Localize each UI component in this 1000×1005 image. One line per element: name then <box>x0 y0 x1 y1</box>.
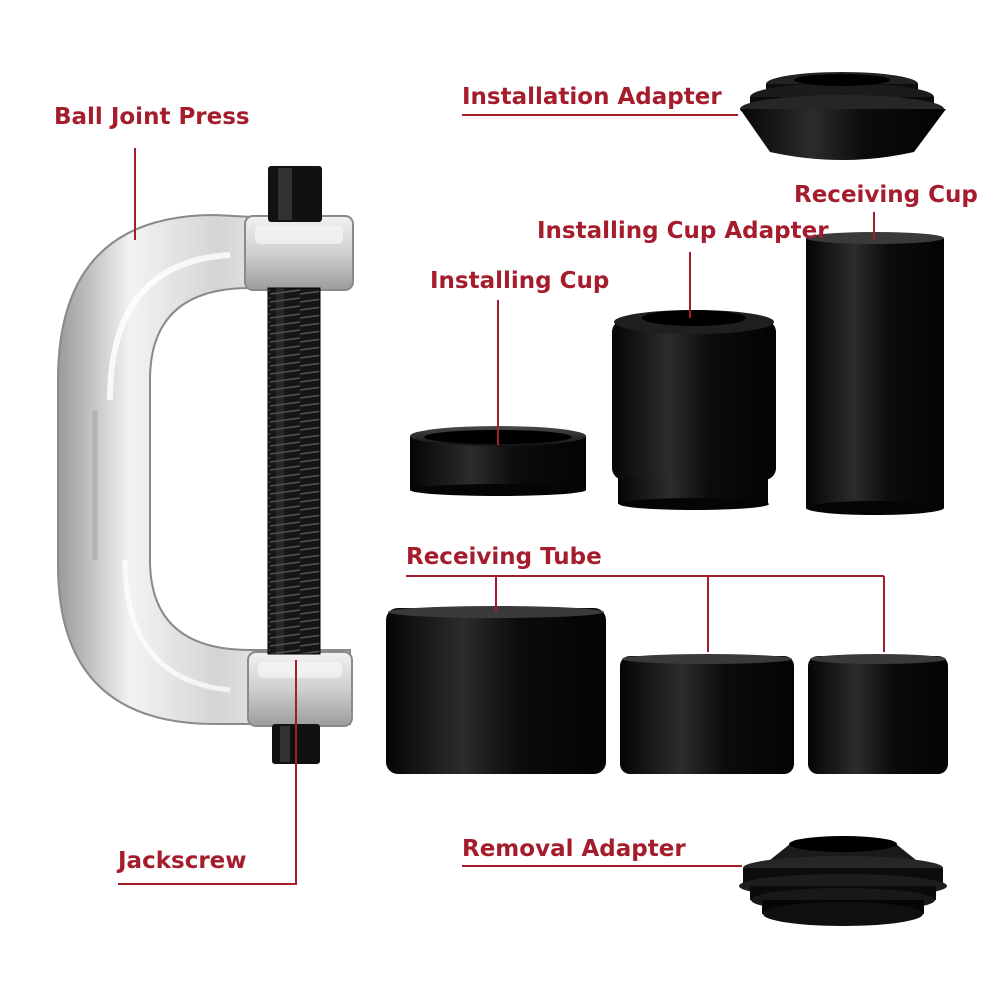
receiving-cup <box>806 232 944 515</box>
label-receiving-tube: Receiving Tube <box>406 544 602 570</box>
leader-lines <box>118 114 885 885</box>
label-installation-adapter: Installation Adapter <box>462 84 722 110</box>
label-installing-cup: Installing Cup <box>430 268 610 294</box>
label-installing-cup-adapter: Installing Cup Adapter <box>537 218 829 244</box>
receiving-tube-small <box>808 654 948 774</box>
label-jackscrew: Jackscrew <box>118 848 247 874</box>
label-receiving-cup: Receiving Cup <box>794 182 978 208</box>
jackscrew-thread <box>267 166 322 764</box>
installation-adapter <box>740 72 946 160</box>
installing-cup-adapter <box>612 310 776 510</box>
label-removal-adapter: Removal Adapter <box>462 836 686 862</box>
leader-jackscrew <box>118 660 297 885</box>
removal-adapter <box>739 836 947 926</box>
c-frame <box>57 213 354 727</box>
receiving-tube-medium <box>620 654 794 774</box>
label-ball-joint-press: Ball Joint Press <box>54 104 250 130</box>
receiving-tube-large <box>386 606 606 774</box>
